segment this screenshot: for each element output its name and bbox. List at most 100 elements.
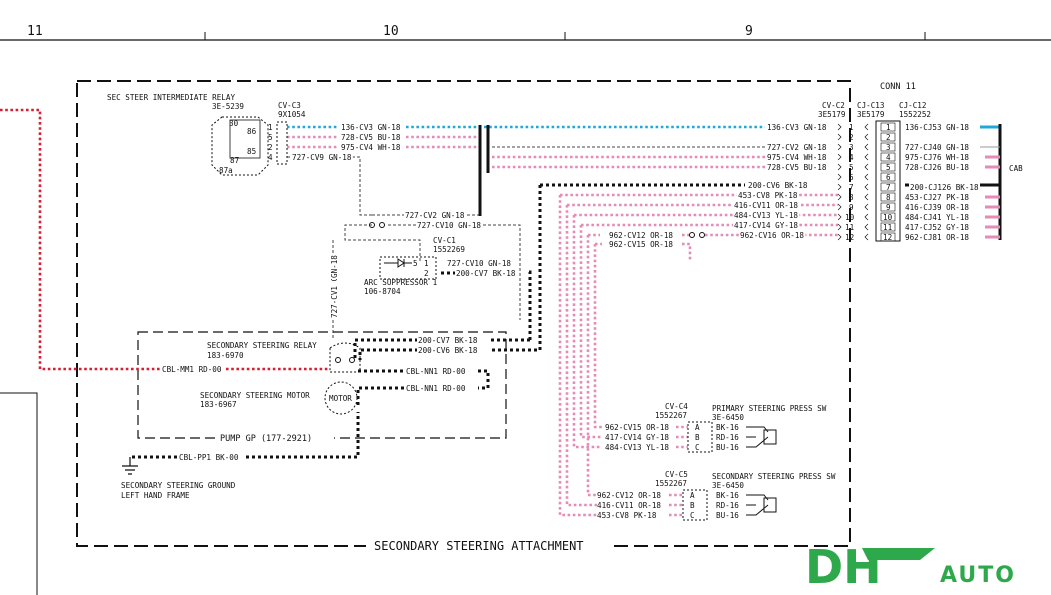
- sw2-pin-c: C: [690, 511, 695, 520]
- suppressor-title: ARC SUPPRESSOR 1: [364, 278, 438, 287]
- relay-term-87: 87: [230, 156, 239, 165]
- cjc12-pin-box: [880, 232, 896, 242]
- cjc12-pin: 5: [886, 163, 891, 172]
- zone-ruler: 11 10 9: [0, 24, 1051, 41]
- cvc5-connector: [682, 489, 708, 521]
- relay-body: [211, 116, 269, 176]
- cvc3-pin-1: 1: [268, 123, 273, 132]
- wire-727-cv9: [287, 156, 372, 216]
- cvc2-pin: 12: [845, 233, 854, 242]
- cjc12-pin-box: [880, 202, 896, 212]
- suppressor-part: 106-8704: [364, 287, 401, 296]
- relay-coil-box: [229, 119, 261, 159]
- label-962-cv16: 962-CV16 OR-18: [740, 231, 804, 240]
- cvc2-pin: 1: [849, 123, 854, 132]
- cvc2-title: CV-C2: [822, 101, 845, 110]
- cvc1-part: 1552269: [433, 245, 465, 254]
- wires: [0, 108, 1002, 517]
- label-727-cv2: 727-CV2 GN-18: [405, 211, 465, 220]
- label-bg: [405, 367, 467, 376]
- wire-red-mm1: [0, 108, 162, 371]
- cjc12-pin: 2: [886, 133, 891, 142]
- label-cbl-nn1-a: CBL-NN1 RD-00: [406, 367, 466, 376]
- ground-icon: [122, 457, 138, 475]
- sw2-w-bu: BU-16: [716, 511, 739, 520]
- cvc2-part: 3E5179: [818, 110, 846, 119]
- brand-logo: DH AUTO: [805, 540, 1014, 594]
- label-bg: [766, 123, 828, 132]
- pump-group: PUMP GP (177-2921) SECONDARY STEERING RE…: [137, 331, 507, 444]
- relay-term-87a: 87a: [219, 166, 233, 175]
- label-bg: [909, 183, 981, 192]
- label-bg: [404, 211, 466, 220]
- sw1-pin-c: C: [695, 443, 700, 452]
- label-728-cv5: 728-CV5 BU-18: [341, 133, 401, 142]
- label-bg: [737, 191, 799, 200]
- cjc12-pin: 7: [886, 183, 891, 192]
- zone-label-9: 9: [745, 24, 753, 39]
- cjc12-pin-box: [880, 182, 896, 192]
- label-727-cv1: 727-CV1 GN-18: [330, 258, 339, 318]
- cvc2-pin: 5: [849, 163, 854, 172]
- pin-chevrons: [837, 223, 869, 231]
- wire-962-15a: [682, 242, 692, 260]
- cvc2-pin: 4: [849, 153, 854, 162]
- title-bg: [366, 536, 612, 554]
- label-136-cv3: 136-CV3 GN-18: [341, 123, 401, 132]
- relay-part: 3E-5239: [212, 102, 244, 111]
- right-wire-label: 484-CJ41 YL-18: [905, 213, 969, 222]
- ground-location: LEFT HAND FRAME: [121, 491, 190, 500]
- wire-labels: 136-CV3 GN-18 728-CV5 BU-18 975-CV4 WH-1…: [161, 123, 828, 462]
- cjc12-pin-box: [880, 172, 896, 182]
- attachment-title: SECONDARY STEERING ATTACHMENT: [374, 539, 584, 553]
- wire-sw2-leads: [669, 493, 683, 517]
- label-200-cv6-b: 200-CV6 BK-18: [418, 346, 478, 355]
- wire-727-cv10: [388, 224, 521, 320]
- label-bg: [904, 143, 971, 152]
- pin-chevrons: [837, 153, 869, 161]
- pin-chevrons: [837, 123, 869, 131]
- label-bg: [291, 153, 353, 162]
- cvc3-part: 9X1054: [278, 110, 306, 119]
- right-wire-label: 417-CJ52 GY-18: [905, 223, 969, 232]
- label-453-cv8: 453-CV8 PK-18: [738, 191, 798, 200]
- cjc12-pin-box: [880, 192, 896, 202]
- psw2-part: 3E-6450: [712, 481, 744, 490]
- pump-label-bg: [216, 430, 334, 444]
- frame-edge: [0, 392, 38, 595]
- label-bg: [417, 336, 479, 345]
- psw2-title: SECONDARY STEERING PRESS SW: [712, 472, 836, 481]
- label-bg: [733, 211, 800, 220]
- label-bg: [904, 123, 971, 132]
- cjc12-pin: 12: [883, 233, 892, 242]
- label-cbl-mm1: CBL-MM1 RD-00: [162, 365, 222, 374]
- label-bg: [161, 365, 223, 374]
- zone-label-10: 10: [383, 24, 399, 39]
- label-bg: [904, 233, 971, 242]
- sw2-w-rd: RD-16: [716, 501, 739, 510]
- cjc12-title: CJ-C12: [899, 101, 926, 110]
- cjc12-pin-box: [880, 132, 896, 142]
- sw1-w-bk: BK-16: [716, 423, 739, 432]
- pin-chevrons: [837, 213, 869, 221]
- cvc4-title: CV-C4: [665, 402, 688, 411]
- pump-box: [137, 331, 507, 439]
- motor-title: SECONDARY STEERING MOTOR: [200, 391, 310, 400]
- sw2-in-1: 416-CV11 OR-18: [597, 501, 661, 510]
- sw1-pin-a: A: [695, 423, 700, 432]
- label-bg: [904, 213, 971, 222]
- label-bg: [904, 203, 971, 212]
- label-962-cv15: 962-CV15 OR-18: [609, 240, 673, 249]
- label-bg: [733, 201, 800, 210]
- relay-term-30: 30: [229, 119, 239, 128]
- right-wire-label: 453-CJ27 PK-18: [905, 193, 969, 202]
- label-bg: [904, 153, 971, 162]
- motor-symbol: [324, 381, 358, 415]
- cvc3-connector: [276, 121, 288, 165]
- splice-962-b: [699, 232, 705, 238]
- cvc2-pin: 9: [849, 203, 854, 212]
- c1-pin-1: 1: [424, 259, 429, 268]
- label-bg: [733, 221, 800, 230]
- right-wire-label: 416-CJ39 OR-18: [905, 203, 969, 212]
- cvc3-pin-5: 5: [268, 133, 273, 142]
